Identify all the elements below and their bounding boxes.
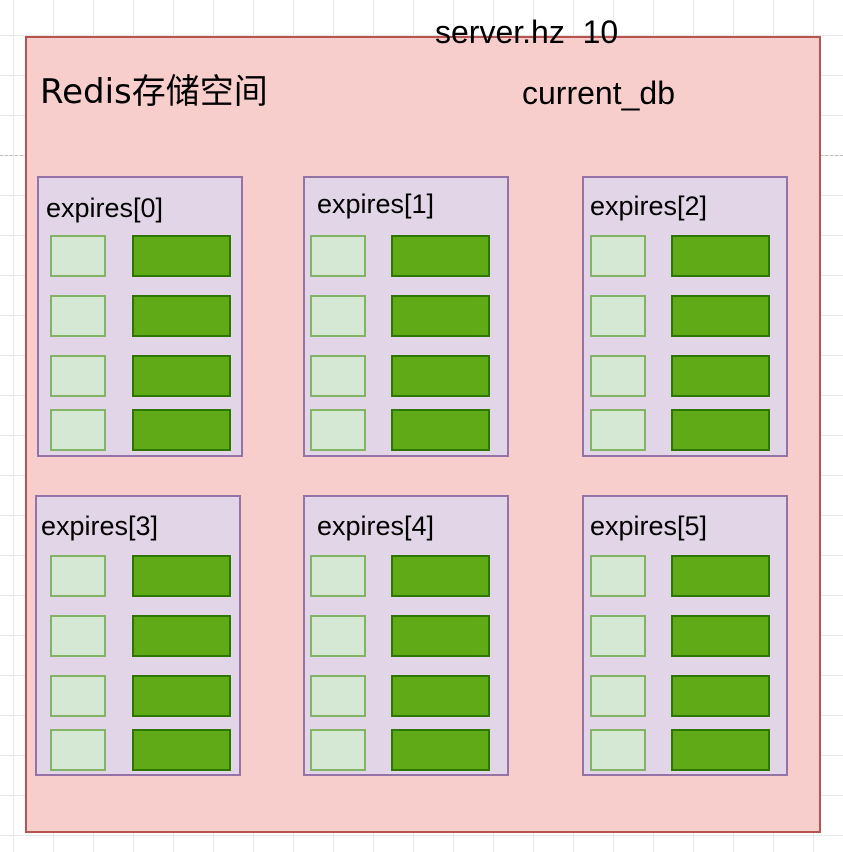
expires-panel-3-label: expires[3] — [41, 511, 159, 541]
expires-0-value-cell — [132, 355, 231, 397]
expires-2-value-cell — [671, 295, 770, 337]
expires-panel-1-label: expires[1] — [317, 189, 435, 219]
expires-4-key-cell — [310, 729, 366, 771]
current-db-label: current_db — [522, 75, 675, 111]
expires-4-key-cell — [310, 615, 366, 657]
expires-3-key-cell — [50, 615, 106, 657]
expires-1-value-cell — [391, 235, 490, 277]
expires-panel-4-label: expires[4] — [317, 511, 435, 541]
expires-3-value-cell — [132, 615, 231, 657]
expires-2-key-cell — [590, 235, 646, 277]
expires-5-value-cell — [671, 729, 770, 771]
expires-3-key-cell — [50, 555, 106, 597]
expires-0-key-cell — [50, 295, 106, 337]
redis-storage-title: Redis存储空间 — [40, 72, 268, 112]
expires-1-value-cell — [391, 295, 490, 337]
expires-0-key-cell — [50, 235, 106, 277]
expires-2-value-cell — [671, 235, 770, 277]
expires-2-key-cell — [590, 295, 646, 337]
server-hz-label: server.hz 10 — [435, 14, 619, 50]
expires-3-value-cell — [132, 555, 231, 597]
expires-3-value-cell — [132, 675, 231, 717]
expires-1-key-cell — [310, 409, 366, 451]
expires-2-value-cell — [671, 409, 770, 451]
expires-0-value-cell — [132, 235, 231, 277]
expires-0-key-cell — [50, 355, 106, 397]
expires-4-value-cell — [391, 675, 490, 717]
expires-1-value-cell — [391, 355, 490, 397]
expires-3-key-cell — [50, 729, 106, 771]
expires-panel-0-label: expires[0] — [46, 193, 164, 223]
expires-2-key-cell — [590, 355, 646, 397]
expires-2-key-cell — [590, 409, 646, 451]
expires-1-key-cell — [310, 235, 366, 277]
expires-panel-2-label: expires[2] — [590, 191, 708, 221]
expires-5-key-cell — [590, 675, 646, 717]
expires-1-key-cell — [310, 355, 366, 397]
expires-5-key-cell — [590, 555, 646, 597]
expires-3-value-cell — [132, 729, 231, 771]
expires-1-value-cell — [391, 409, 490, 451]
expires-4-value-cell — [391, 615, 490, 657]
expires-1-key-cell — [310, 295, 366, 337]
expires-5-key-cell — [590, 615, 646, 657]
expires-5-value-cell — [671, 555, 770, 597]
expires-0-key-cell — [50, 409, 106, 451]
expires-4-key-cell — [310, 675, 366, 717]
expires-panel-5-label: expires[5] — [590, 511, 708, 541]
expires-0-value-cell — [132, 409, 231, 451]
expires-5-key-cell — [590, 729, 646, 771]
expires-4-key-cell — [310, 555, 366, 597]
expires-4-value-cell — [391, 729, 490, 771]
expires-0-value-cell — [132, 295, 231, 337]
expires-4-value-cell — [391, 555, 490, 597]
expires-5-value-cell — [671, 675, 770, 717]
expires-3-key-cell — [50, 675, 106, 717]
expires-2-value-cell — [671, 355, 770, 397]
expires-5-value-cell — [671, 615, 770, 657]
